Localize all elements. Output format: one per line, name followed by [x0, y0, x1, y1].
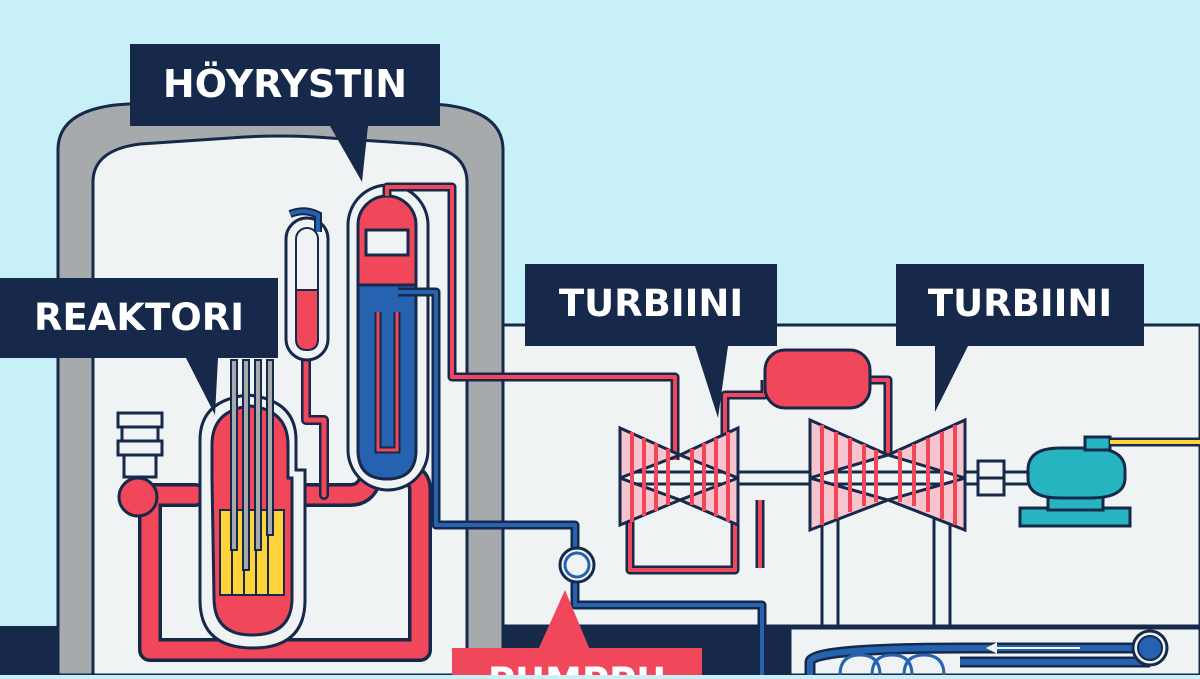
flow-arrow-icon [985, 642, 1080, 654]
lp-turbine [808, 417, 967, 533]
generator-icon [1018, 435, 1132, 528]
hp-turbine [618, 425, 740, 528]
feedwater-line [398, 287, 767, 675]
label-reactor-text: REAKTORI [34, 296, 244, 339]
primary-pump-body [117, 476, 159, 518]
label-turbine-lp-text: TURBIINI [928, 282, 1112, 325]
label-turbine-hp-text: TURBIINI [559, 282, 743, 325]
label-pump-text: PUMPPU [488, 660, 666, 675]
control-rods [230, 359, 274, 571]
pressurizer [284, 207, 330, 362]
cooling-pump-icon [1131, 629, 1169, 667]
steam-line [382, 182, 893, 575]
label-pump: PUMPPU [452, 590, 702, 679]
primary-pump-motor [116, 411, 164, 479]
label-turbine-hp: TURBIINI [525, 264, 777, 418]
label-turbine-lp: TURBIINI [896, 264, 1144, 412]
steam-generator [346, 183, 430, 492]
label-reactor: REAKTORI [0, 278, 278, 415]
moisture-separator [763, 348, 872, 410]
label-steam-generator-text: HÖYRYSTIN [163, 62, 407, 106]
reactor-vessel [198, 393, 307, 650]
label-steam-generator: HÖYRYSTIN [130, 44, 440, 182]
pump-icon [558, 546, 596, 584]
condenser-tubes [804, 642, 1150, 676]
reactor-core [219, 509, 285, 596]
shaft-coupling [976, 459, 1006, 497]
